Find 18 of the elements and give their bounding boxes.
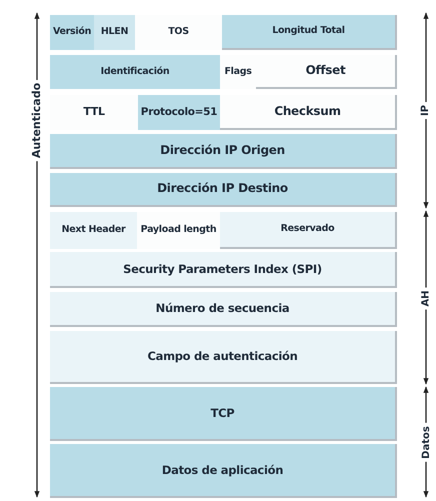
header-field: Dirección IP Origen — [50, 134, 397, 169]
header-field: Dirección IP Destino — [50, 173, 397, 207]
header-field: Reservado — [220, 212, 397, 249]
header-field: Campo de autenticación — [50, 331, 397, 384]
header-field: Número de secuencia — [50, 292, 397, 327]
header-field: Next Header — [50, 212, 137, 249]
header-field: HLEN — [94, 15, 135, 50]
header-field: Offset — [256, 55, 397, 89]
header-field: Protocolo=51 — [138, 95, 220, 130]
header-field: TCP — [50, 387, 397, 441]
header-field: Datos de aplicación — [50, 444, 397, 498]
bracket-label: Datos — [420, 422, 432, 462]
header-field: Identificación — [50, 55, 220, 89]
header-field: Checksum — [220, 95, 397, 130]
header-field: Longitud Total — [222, 15, 397, 50]
header-field: Security Parameters Index (SPI) — [50, 252, 397, 288]
header-field: Versión — [50, 15, 94, 50]
bracket-label: AH — [420, 286, 432, 310]
